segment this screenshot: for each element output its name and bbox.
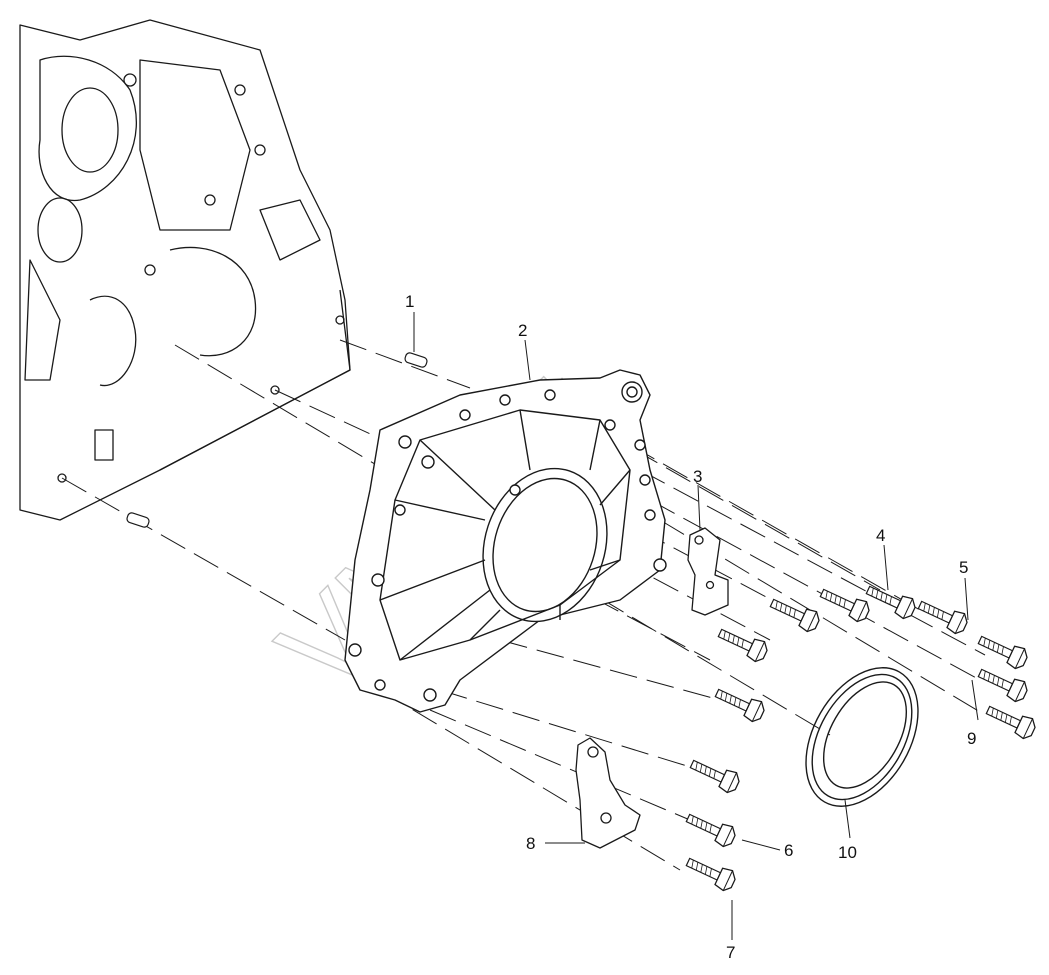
bolts — [682, 579, 1039, 894]
leader-lines — [413, 312, 979, 940]
callout-9: 9 — [967, 729, 976, 748]
bolt-d — [711, 682, 768, 725]
bolt-4 — [862, 579, 919, 622]
bracket-right — [687, 527, 729, 616]
bolt-9a — [974, 629, 1031, 672]
bolt-9b — [974, 662, 1031, 705]
bracket-lower — [575, 737, 641, 849]
callout-10: 10 — [838, 843, 857, 862]
seal-ring — [805, 667, 919, 807]
bolt-c — [714, 622, 771, 665]
callout-4: 4 — [876, 526, 885, 545]
bolt-b — [766, 592, 823, 635]
engine-block — [19, 19, 351, 521]
dowel-pin — [126, 352, 428, 528]
callout-7: 7 — [726, 943, 735, 962]
callout-8: 8 — [526, 834, 535, 853]
flywheel-housing — [344, 369, 667, 713]
bolt-7 — [682, 851, 739, 894]
callout-5: 5 — [959, 558, 968, 577]
callout-2: 2 — [518, 321, 527, 340]
bolt-6 — [682, 807, 739, 850]
bolt-5 — [914, 594, 971, 637]
bolt-a — [816, 582, 873, 625]
callout-3: 3 — [693, 467, 702, 486]
callout-6: 6 — [784, 841, 793, 860]
bolt-e — [686, 753, 743, 796]
bolt-9c — [982, 699, 1039, 742]
callout-labels: 1 2 3 4 5 6 7 8 9 10 — [405, 292, 976, 962]
callout-1: 1 — [405, 292, 414, 311]
